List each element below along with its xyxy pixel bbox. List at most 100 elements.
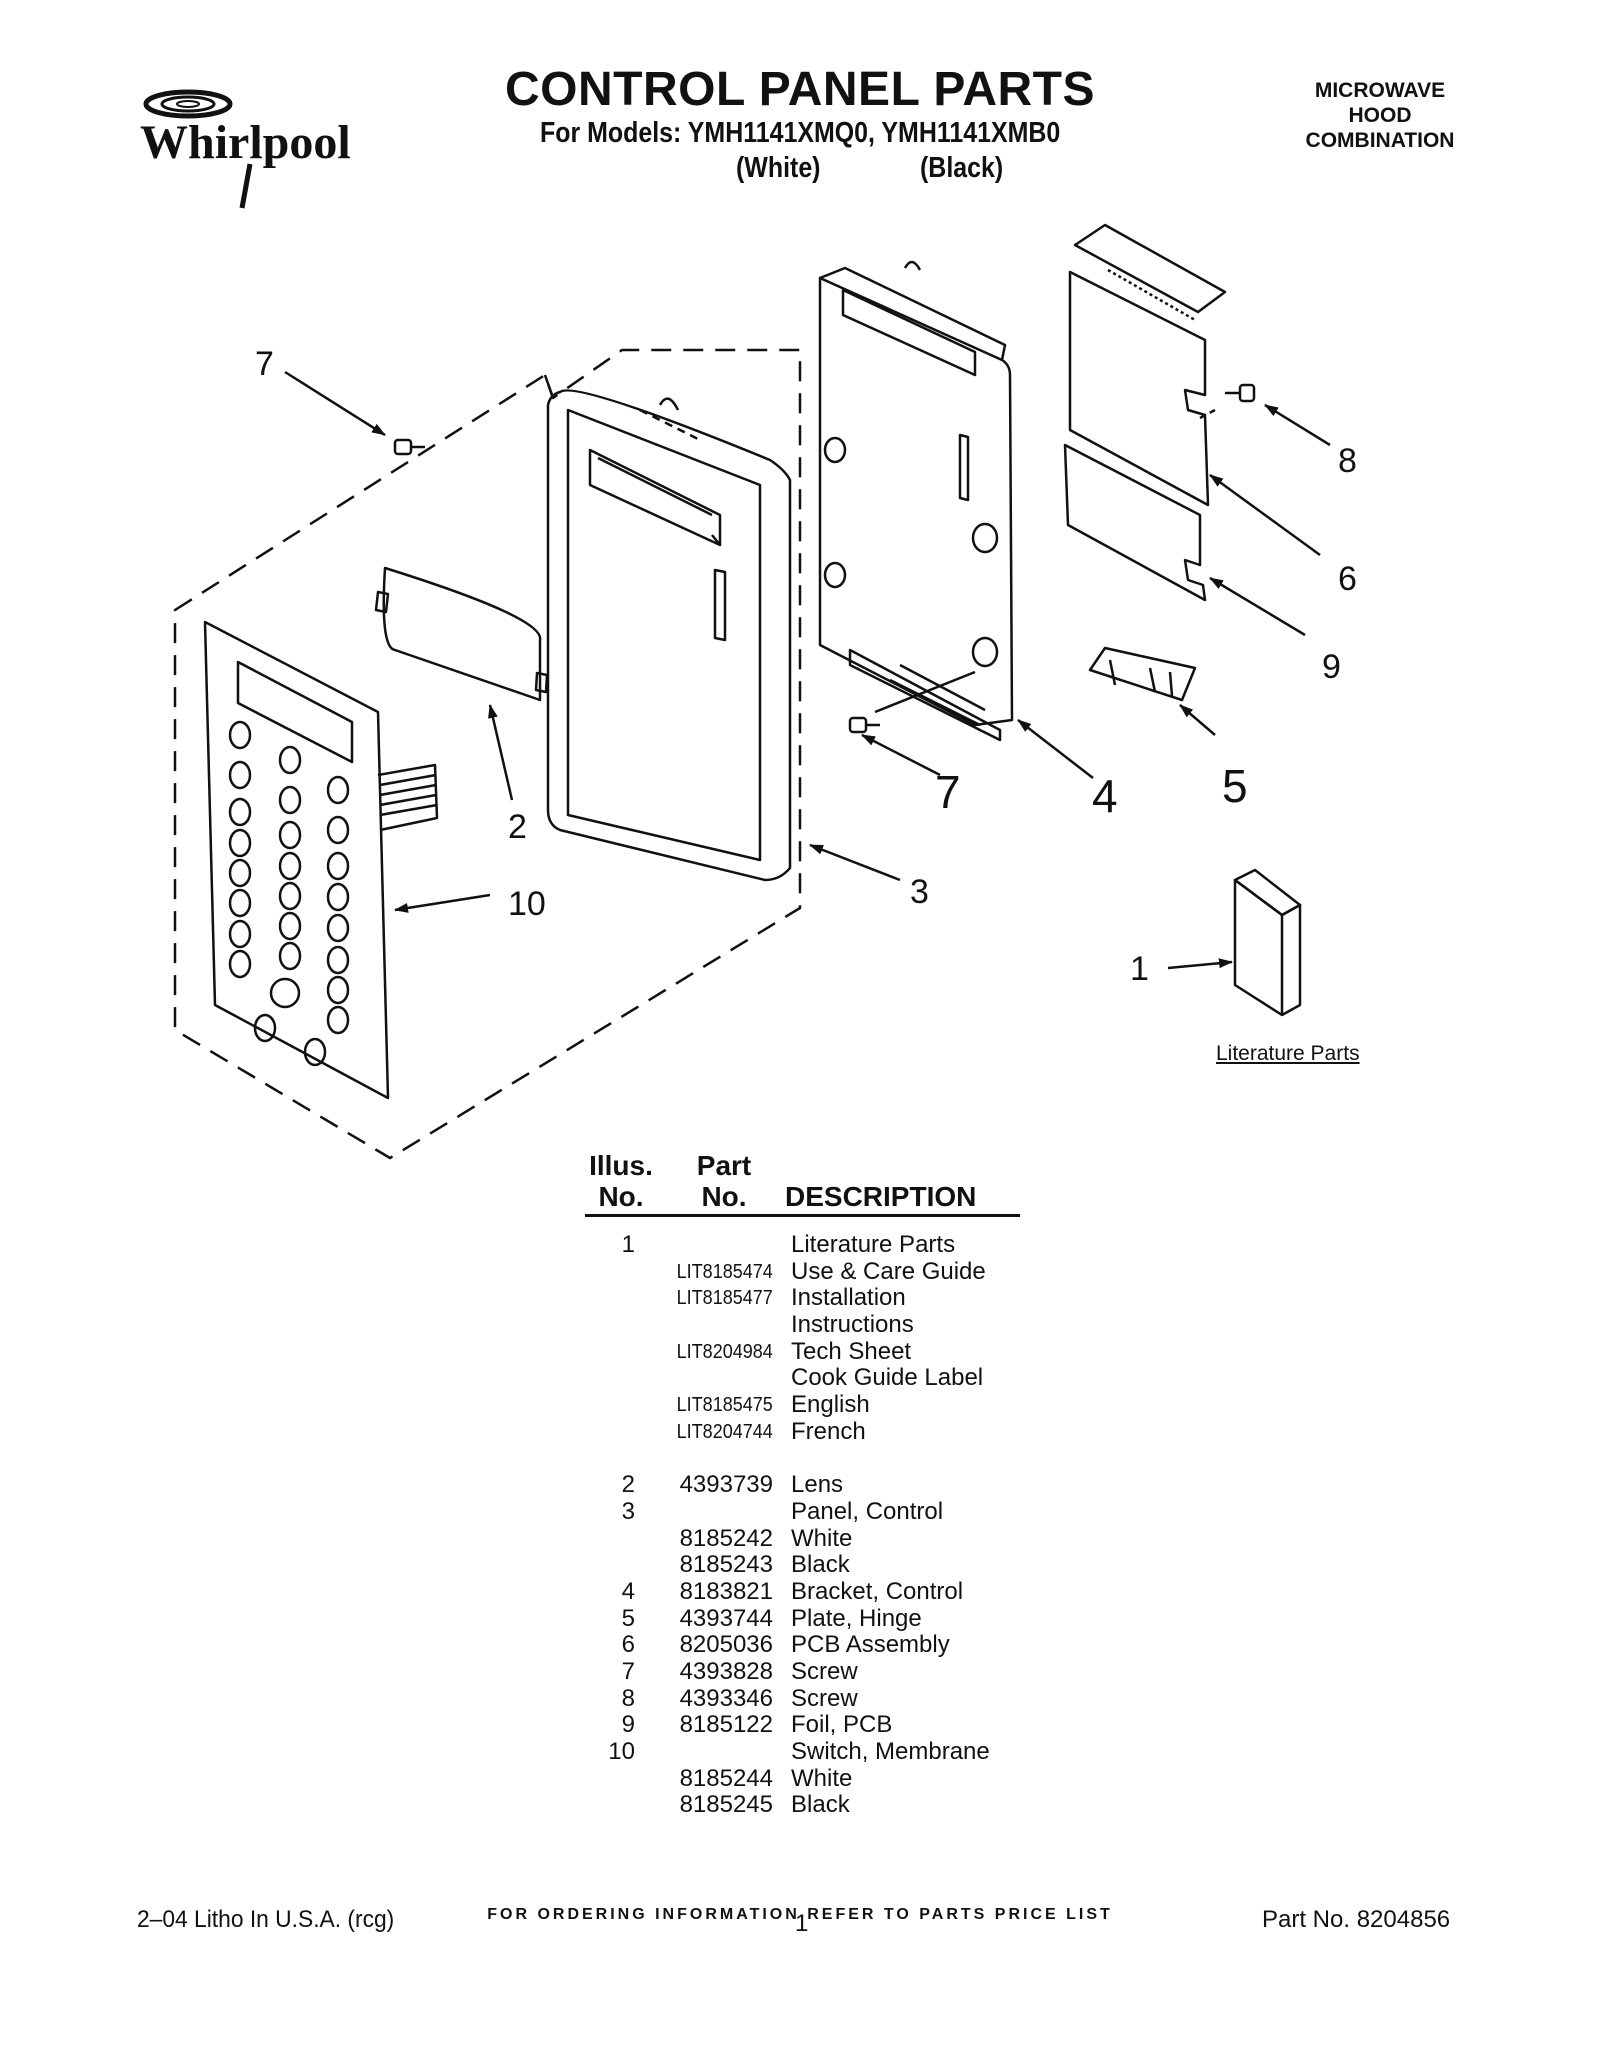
table-row: LIT8185477 Installation xyxy=(585,1285,1065,1312)
exploded-parts-diagram: 7 8 6 9 2 10 7 4 5 3 1 xyxy=(173,223,1357,1160)
hinge-plate-part xyxy=(1088,646,1197,702)
leader-arrow xyxy=(809,843,901,882)
part-no-cell: 4393346 xyxy=(679,1684,773,1712)
lens-part xyxy=(382,566,542,702)
assembly-guide-dashes xyxy=(173,348,802,1160)
description-cell: Lens xyxy=(791,1471,844,1499)
table-row: 3 Panel, Control xyxy=(585,1497,1065,1526)
illus-no-cell: 8 xyxy=(621,1684,635,1712)
illus-no-cell: 4 xyxy=(621,1577,635,1605)
illus-no-cell: 2 xyxy=(621,1471,635,1499)
leader-arrow xyxy=(1179,704,1216,736)
description-cell: Tech Sheet xyxy=(791,1337,912,1365)
header-text: No. xyxy=(598,1181,644,1212)
description-header: DESCRIPTION xyxy=(785,1181,977,1212)
callout-6: 6 xyxy=(1338,560,1357,598)
illus-no-cell: 3 xyxy=(621,1497,635,1525)
part-no-cell: 8185242 xyxy=(679,1524,773,1552)
part-no-cell: 8205036 xyxy=(679,1631,773,1659)
description-cell: Cook Guide Label xyxy=(791,1364,984,1392)
description-cell: Black xyxy=(791,1791,850,1819)
leader-arrow xyxy=(861,733,941,777)
product-type: MICROWAVE HOOD COMBINATION xyxy=(1280,78,1480,153)
table-row: LIT8185474 Use & Care Guide xyxy=(585,1257,1065,1286)
product-type-line: COMBINATION xyxy=(1305,129,1455,152)
header-text: Part xyxy=(696,1150,752,1181)
illus-no-cell: 10 xyxy=(608,1738,635,1766)
part-no-cell: LIT8185477 xyxy=(676,1287,773,1310)
table-row: 2 4393739 Lens xyxy=(585,1471,1065,1499)
pcb-foil-part xyxy=(1063,443,1207,602)
table-row: 8 4393346 Screw xyxy=(585,1684,1065,1713)
illus-no-cell: 7 xyxy=(621,1658,635,1685)
footer-part-number: Part No. 8204856 xyxy=(1262,1906,1451,1933)
page-number: 1 xyxy=(795,1910,809,1937)
callout-2: 2 xyxy=(508,808,527,846)
control-panel-part xyxy=(546,389,792,882)
description-cell: Use & Care Guide xyxy=(791,1257,986,1285)
literature-parts-caption: Literature Parts xyxy=(1216,1042,1360,1065)
control-bracket-part xyxy=(818,260,1014,742)
product-type-line: HOOD xyxy=(1348,104,1412,127)
whirlpool-logo: Whirlpool xyxy=(140,89,351,209)
illus-no-cell: 6 xyxy=(621,1631,635,1659)
svg-text:Whirlpool: Whirlpool xyxy=(140,116,351,169)
description-cell: Literature Parts xyxy=(791,1231,956,1258)
description-cell: Plate, Hinge xyxy=(791,1604,922,1632)
product-type-line: MICROWAVE xyxy=(1314,79,1446,102)
model-white-label: (White) xyxy=(736,152,821,184)
leader-arrow xyxy=(1264,403,1331,447)
table-row: 8185244 White xyxy=(585,1764,1065,1793)
table-row: LIT8204984 Tech Sheet xyxy=(585,1337,1065,1366)
literature-booklet-part xyxy=(1233,868,1302,1017)
leader-arrow xyxy=(284,370,386,437)
membrane-switch-part xyxy=(203,620,439,1100)
description-cell: Black xyxy=(791,1551,850,1579)
description-cell: English xyxy=(791,1391,870,1419)
table-row: Cook Guide Label xyxy=(585,1365,1065,1392)
callout-8: 8 xyxy=(1338,442,1357,480)
illus-no-header: Illus. No. xyxy=(585,1150,657,1212)
part-no-cell: 8185244 xyxy=(679,1764,773,1792)
description-cell: Bracket, Control xyxy=(791,1577,964,1605)
assembly-guide-dashes xyxy=(543,374,555,399)
part-no-cell: LIT8204984 xyxy=(676,1340,773,1363)
callout-4: 4 xyxy=(1092,770,1118,822)
header-text: Illus. xyxy=(589,1150,653,1181)
part-no-cell: 4393828 xyxy=(679,1658,773,1685)
callout-7-top: 7 xyxy=(255,345,274,383)
callout-10: 10 xyxy=(508,885,546,923)
leader-arrow xyxy=(1017,719,1094,779)
description-cell: Switch, Membrane xyxy=(791,1738,990,1766)
pcb-assembly-part xyxy=(1068,223,1227,507)
callout-3: 3 xyxy=(910,873,929,911)
leader-arrow xyxy=(488,704,514,801)
part-no-cell: 4393744 xyxy=(679,1604,773,1632)
description-cell: Panel, Control xyxy=(791,1497,944,1525)
description-cell: Screw xyxy=(791,1684,858,1712)
models-line: For Models: YMH1141XMQ0, YMH1141XMB0 xyxy=(540,117,1061,149)
part-no-cell: 8183821 xyxy=(679,1577,773,1605)
part-no-header: Part No. xyxy=(683,1150,765,1212)
callout-5: 5 xyxy=(1222,760,1248,812)
description-cell: White xyxy=(791,1524,853,1552)
page-title: CONTROL PANEL PARTS xyxy=(505,63,1095,116)
callout-1: 1 xyxy=(1130,950,1149,988)
ordering-note: FOR ORDERING INFORMATION REFER TO PARTS … xyxy=(487,1906,1113,1923)
illus-no-cell: 5 xyxy=(621,1604,635,1632)
parts-table-header: Illus. No. Part No. DESCRIPTION xyxy=(585,1150,1020,1217)
description-cell: Screw xyxy=(791,1658,858,1685)
part-no-cell: 4393739 xyxy=(679,1471,773,1499)
callout-9: 9 xyxy=(1322,648,1341,686)
leader-arrow xyxy=(1167,958,1233,970)
description-cell: White xyxy=(791,1764,853,1792)
illus-no-cell: 9 xyxy=(621,1711,635,1739)
part-no-cell: LIT8185474 xyxy=(676,1260,773,1283)
description-cell: Installation xyxy=(791,1284,906,1312)
leader-arrow xyxy=(394,893,491,913)
table-row: 8185242 White xyxy=(585,1524,1065,1553)
